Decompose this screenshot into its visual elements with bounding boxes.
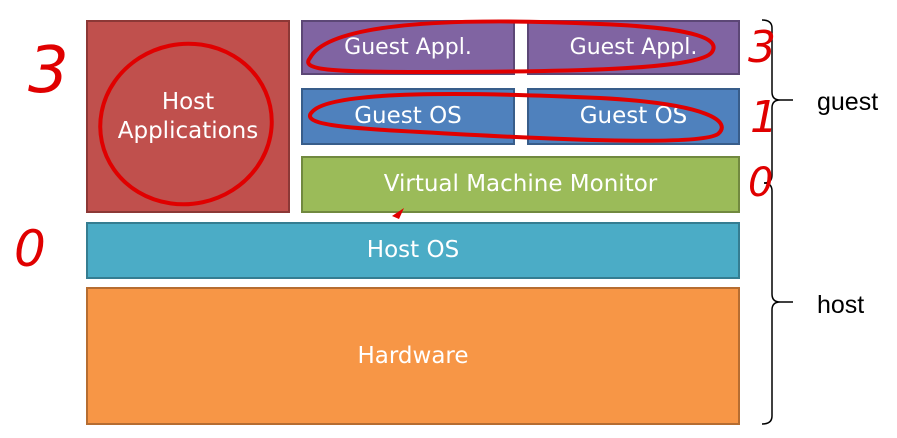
vmm-label: Virtual Machine Monitor: [383, 171, 658, 198]
host-os-ring-annotation: 0: [14, 220, 46, 278]
guest-app-label-1: Guest Appl.: [344, 34, 472, 60]
host-bracket: [761, 182, 781, 425]
guest-os-box-1: Guest OS: [301, 88, 515, 145]
host-os-box: Host OS: [86, 222, 740, 279]
vmm-box: Virtual Machine Monitor: [301, 156, 740, 213]
host-group-label: host: [817, 291, 865, 319]
guest-app-loop-annotation: [306, 19, 716, 75]
guest-os-label-2: Guest OS: [579, 103, 688, 130]
hardware-box: Hardware: [86, 287, 740, 425]
host-applications-box: Host Applications: [86, 20, 290, 213]
host-os-label: Host OS: [366, 237, 460, 264]
vmm-ring-annotation: 0: [748, 160, 774, 206]
guest-os-loop-annotation: [308, 91, 724, 143]
guest-os-label-1: Guest OS: [354, 103, 462, 130]
host-apps-ring-annotation: 3: [28, 34, 69, 108]
pen-cursor-icon: [392, 208, 404, 219]
guest-app-box-2: Guest Appl.: [527, 20, 740, 75]
host-apps-circle-annotation: [98, 41, 274, 207]
guest-app-label-2: Guest Appl.: [569, 34, 698, 60]
guest-app-ring-annotation: 3: [748, 22, 776, 73]
guest-app-box-1: Guest Appl.: [301, 20, 515, 75]
guest-os-ring-annotation: 1: [750, 92, 778, 143]
hardware-label: Hardware: [357, 342, 469, 369]
guest-group-label: guest: [817, 88, 879, 116]
host-applications-label: Host Applications: [117, 88, 259, 144]
